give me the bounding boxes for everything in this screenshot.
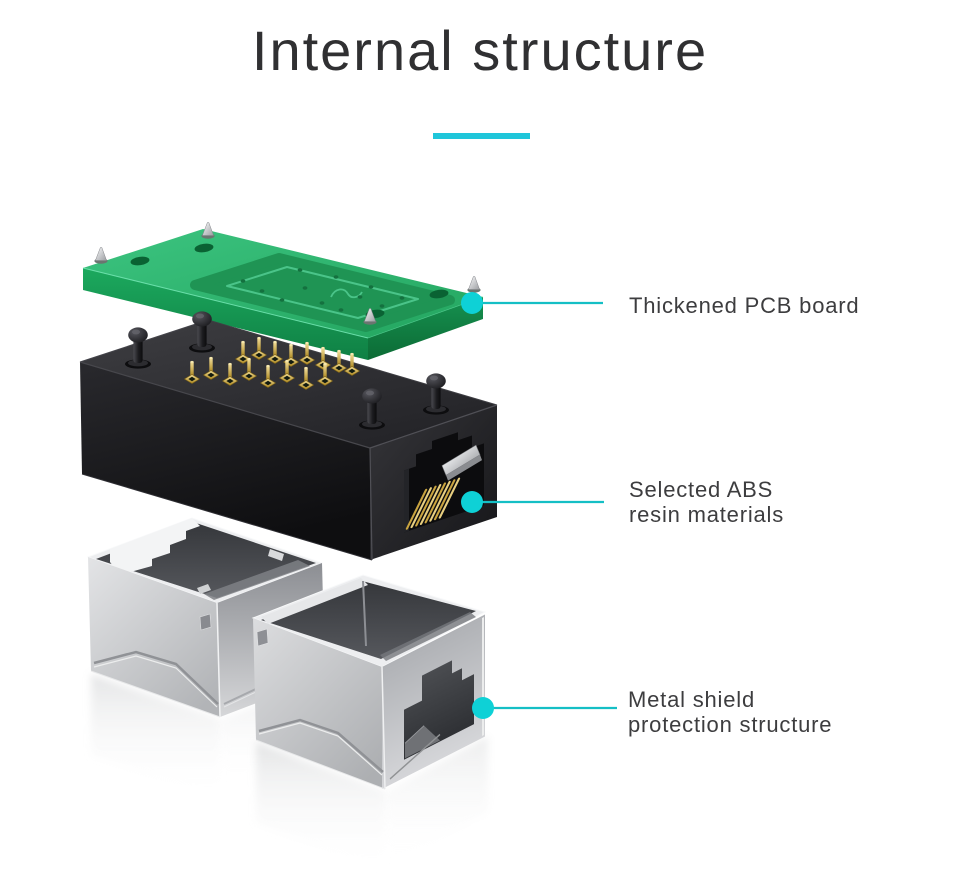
callout-dot-pcb — [461, 292, 483, 314]
jack-gold-contacts — [405, 477, 461, 530]
callout-dot-shield — [472, 697, 494, 719]
shield-left-stepped-wall — [110, 518, 200, 573]
pcb-board-graphic — [82, 222, 484, 360]
pcb-trace-ring — [226, 266, 419, 319]
abs-front-face — [80, 362, 372, 560]
title-divider — [433, 133, 530, 139]
callout-label-line: Selected ABS — [629, 477, 774, 502]
callout-label-pcb: Thickened PCB board — [629, 293, 859, 318]
callout-label-line: Thickened PCB board — [629, 293, 860, 318]
pcb-solder-points — [240, 268, 405, 312]
abs-body-graphic — [79, 311, 498, 561]
shield-right-dimple — [256, 628, 269, 647]
rj45-jack-face — [370, 405, 497, 560]
pcb-mounting-holes — [130, 243, 449, 319]
shield-left-front-face — [88, 557, 220, 717]
pcb-right-edge — [368, 297, 483, 360]
pcb-front-edge — [83, 268, 368, 360]
callout-label-line: resin materials — [629, 502, 785, 527]
callout-dot-abs — [461, 491, 483, 513]
callout-label-abs: Selected ABS resin materials — [629, 477, 784, 527]
shield-right-cutout-face — [382, 614, 485, 789]
callout-label-shield: Metal shield protection structure — [628, 687, 832, 737]
callout-markers — [461, 292, 617, 719]
shield-left-dimple — [199, 613, 212, 631]
callout-label-line: Metal shield — [628, 687, 755, 712]
page-title: Internal structure — [251, 19, 709, 82]
metal-shield-right-graphic — [251, 574, 487, 790]
abs-top-face — [80, 320, 497, 448]
callout-label-line: protection structure — [628, 712, 833, 737]
